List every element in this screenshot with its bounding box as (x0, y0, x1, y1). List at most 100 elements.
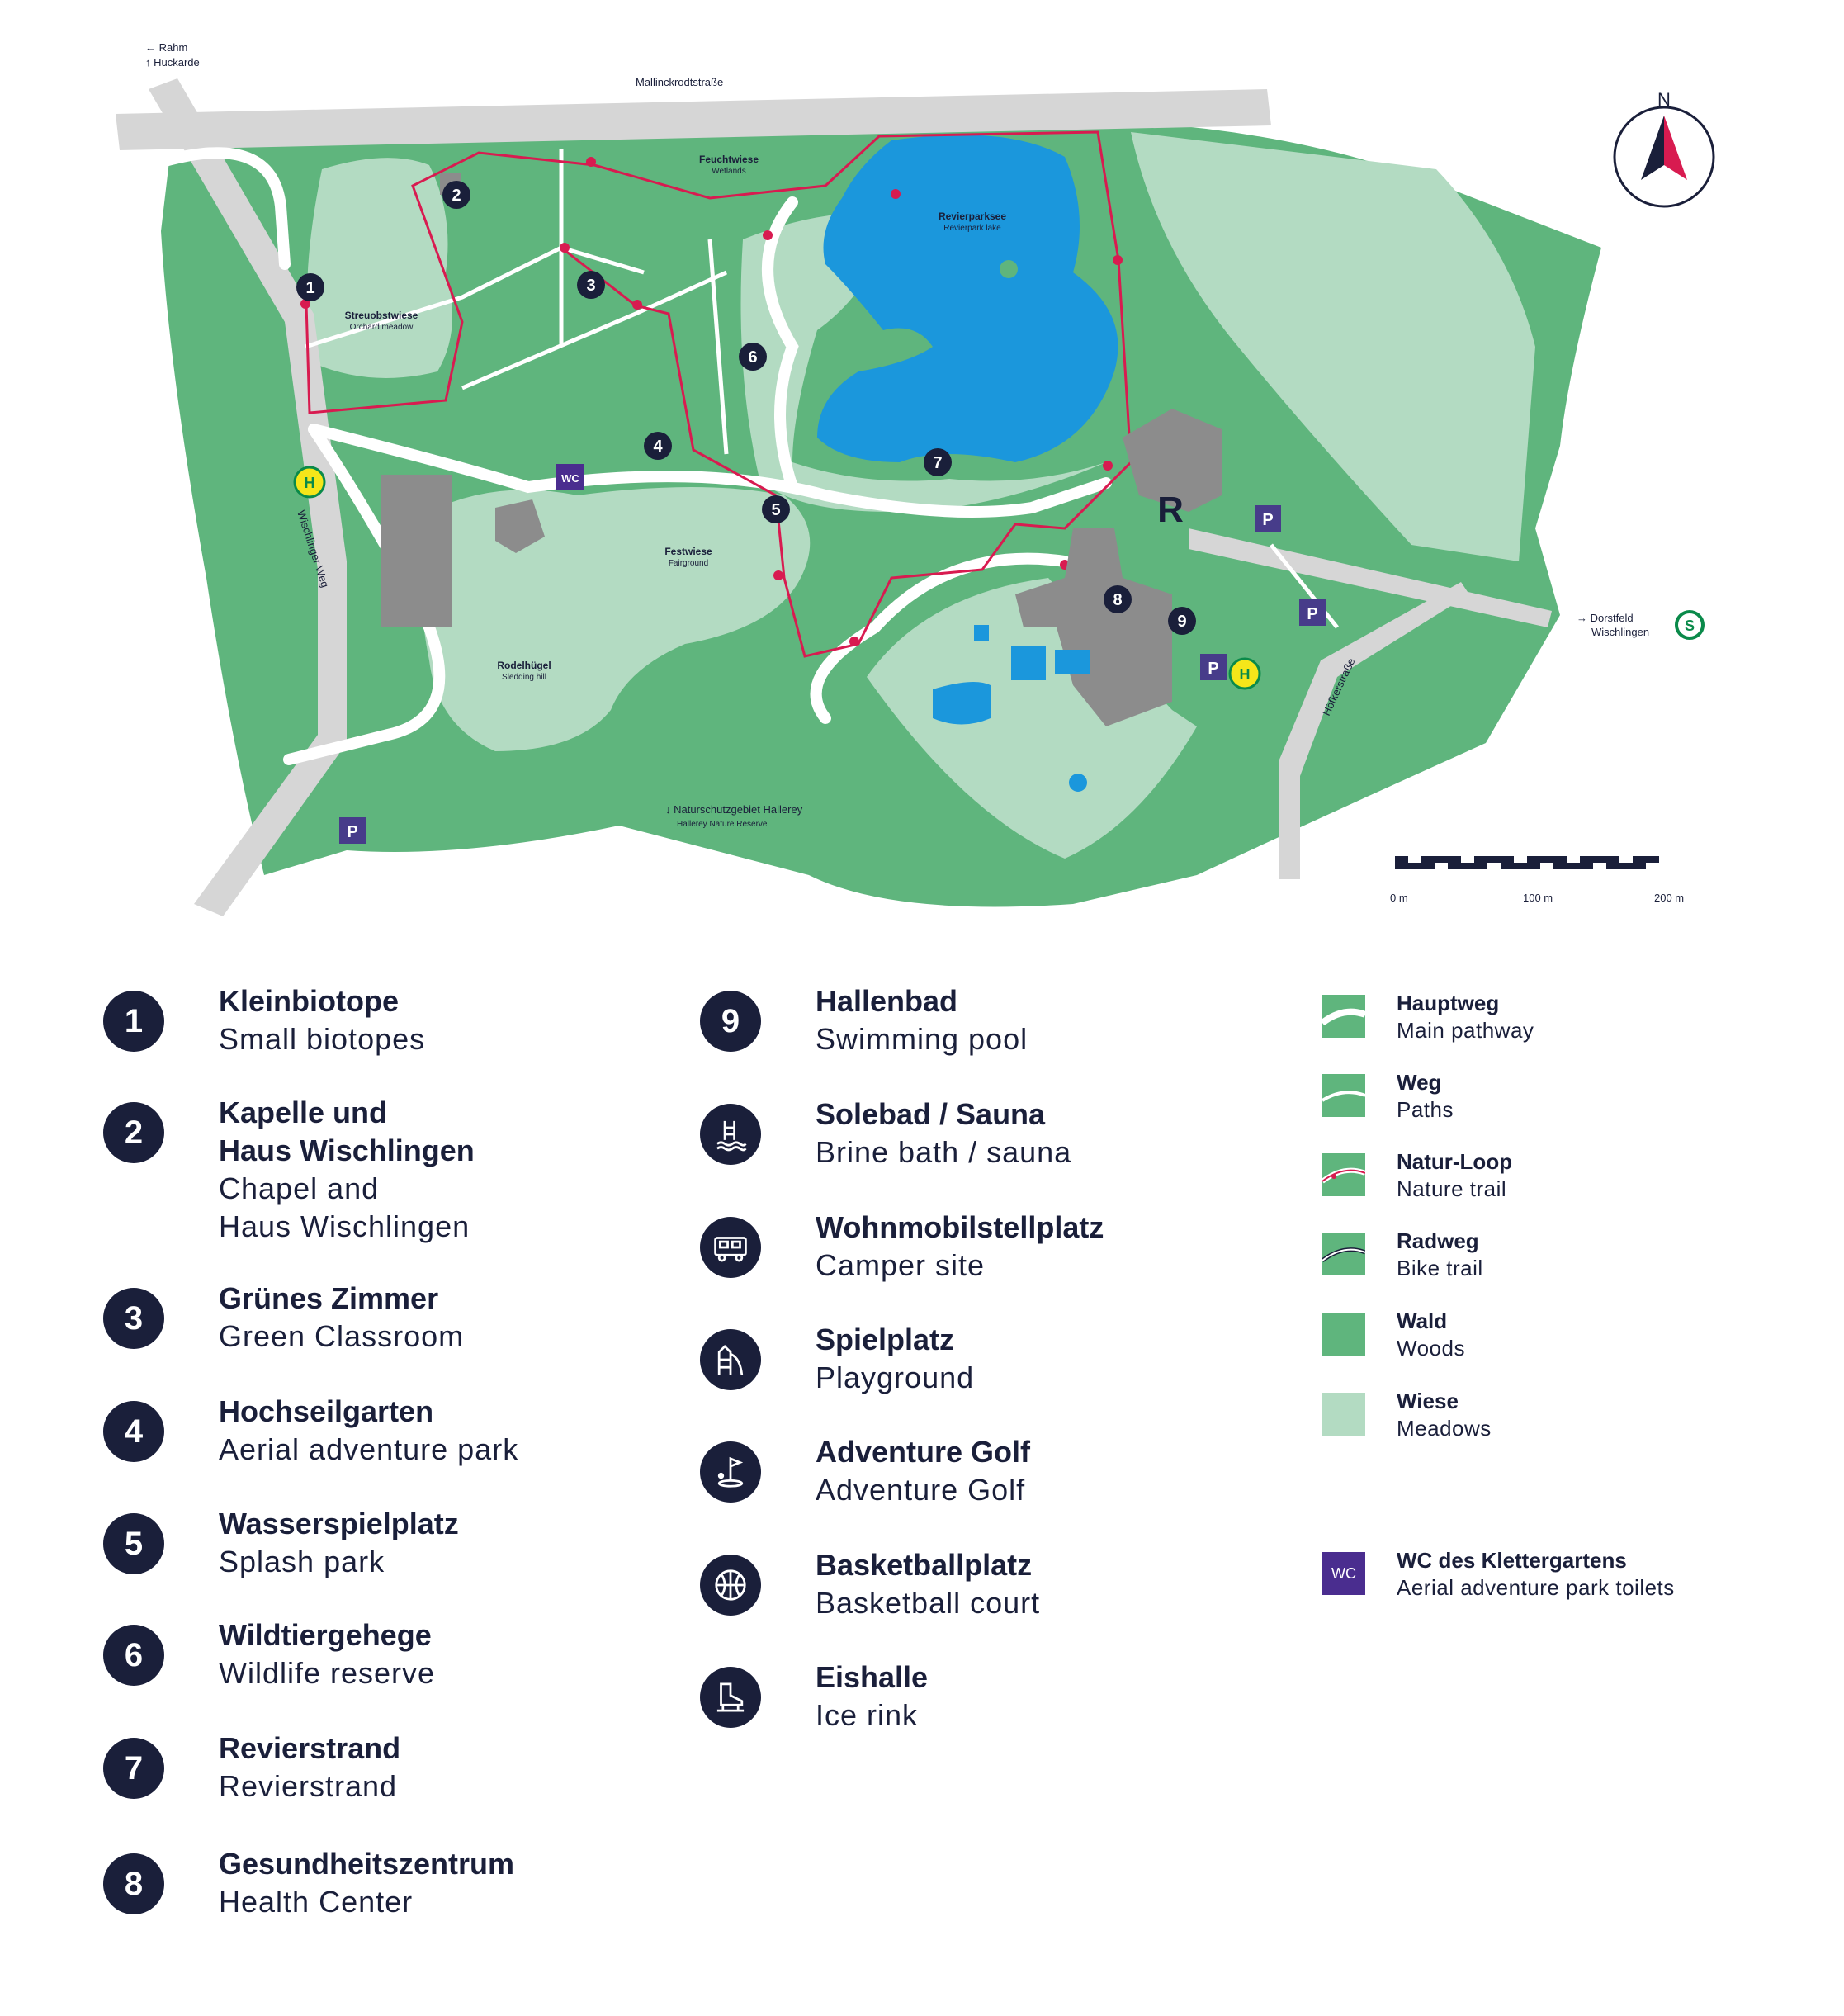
legend-title-de: Eishalle (816, 1660, 929, 1694)
badge-number: 2 (124, 1114, 144, 1151)
legend-text: Spielplatz Playground (816, 1321, 1278, 1397)
key-title-en: Woods (1397, 1336, 1465, 1361)
parking-label: P (1262, 511, 1273, 529)
direction-rahm: ← Rahm (145, 41, 187, 54)
woods-swatch (1322, 1313, 1365, 1356)
legend-title-en: Revierstrand (219, 1769, 398, 1803)
marker-badge: 6 (103, 1625, 164, 1686)
legend-text: Hallenbad Swimming pool (816, 982, 1278, 1058)
legend-text: Kleinbiotope Small biotopes (219, 982, 681, 1058)
direction-nature-reserve-en: Hallerey Nature Reserve (677, 820, 768, 829)
area-label-wetlands: Feuchtwiese (699, 154, 759, 165)
area-label-sledding: Rodelhügel (497, 660, 551, 671)
basketball-icon (700, 1555, 761, 1616)
legend-title-de: Adventure Golf (816, 1435, 1031, 1469)
wc-icon: WC (1322, 1552, 1365, 1595)
legend-title-en: Adventure Golf (816, 1473, 1026, 1507)
area-label-sledding-en: Sledding hill (502, 673, 546, 682)
legend-title-de: Spielplatz (816, 1323, 955, 1356)
legend-text: Basketballplatz Basketball court (816, 1546, 1278, 1622)
marker-badge: 9 (700, 991, 761, 1052)
legend-title-de: Solebad / Sauna (816, 1097, 1046, 1131)
bus-stop-label: H (305, 475, 315, 491)
map-marker-8: 8 (1113, 591, 1122, 609)
badge-number: 3 (124, 1299, 144, 1337)
marker-badge: 8 (103, 1853, 164, 1914)
main-path-swatch (1322, 995, 1365, 1038)
key-title-de: Natur-Loop (1397, 1149, 1513, 1174)
key-title-de: WC des Klettergartens (1397, 1548, 1627, 1573)
meadow-area-orchard (307, 158, 452, 378)
legend-title-de: Grünes Zimmer (219, 1281, 439, 1315)
badge-number: 4 (124, 1413, 144, 1450)
badge-number: 6 (124, 1636, 144, 1673)
marker-badge: 1 (103, 991, 164, 1052)
playground-icon (700, 1329, 761, 1390)
marker-badge: 3 (103, 1288, 164, 1349)
legend-text: Revierstrand Revierstrand (219, 1730, 681, 1805)
map-marker-2: 2 (452, 187, 461, 205)
map-marker-4: 4 (653, 438, 663, 456)
road-mallinckrodtstrasse (116, 89, 1271, 150)
legend-title-en: Aerial adventure park (219, 1432, 519, 1466)
key-title-en: Paths (1397, 1097, 1454, 1122)
road-hoefkerstrasse (1279, 582, 1469, 879)
ice-skate-icon (700, 1667, 761, 1728)
legend-title-de: Basketballplatz (816, 1548, 1033, 1582)
train-label: S (1685, 618, 1695, 634)
area-label-wetlands-en: Wetlands (712, 167, 746, 176)
legend-title-de: Wohnmobilstellplatz (816, 1210, 1104, 1244)
key-text: Natur-Loop Nature trail (1397, 1148, 1743, 1203)
meadow-area-pool (867, 578, 1197, 859)
key-title-en: Aerial adventure park toilets (1397, 1575, 1675, 1600)
legend-title-en: Splash park (219, 1545, 385, 1578)
key-title-de: Wald (1397, 1309, 1448, 1333)
legend-text: Grünes Zimmer Green Classroom (219, 1280, 681, 1356)
direction-wischlingen: Wischlingen (1591, 626, 1649, 638)
legend-title-en: Swimming pool (816, 1022, 1028, 1056)
meadow-area-fair (421, 487, 811, 751)
key-text: Weg Paths (1397, 1069, 1743, 1124)
legend-title-de: Revierstrand (219, 1731, 401, 1765)
legend-title-en: Wildlife reserve (219, 1656, 436, 1690)
legend-title-en: Chapel and Haus Wischlingen (219, 1171, 470, 1243)
badge-number: 1 (124, 1002, 144, 1039)
legend-title-en: Brine bath / sauna (816, 1135, 1072, 1169)
bike-trail-swatch (1322, 1233, 1365, 1275)
legend-title-de: Hochseilgarten (219, 1394, 434, 1428)
wc-icon-label: WC (1331, 1564, 1356, 1582)
park-map: 1 2 3 4 5 6 7 8 9 P P P P WC H H S R N F… (116, 41, 1715, 916)
numbered-markers (296, 181, 1196, 635)
legend-text: Hochseilgarten Aerial adventure park (219, 1393, 681, 1469)
legend-text: Kapelle und Haus Wischlingen Chapel and … (219, 1094, 681, 1246)
map-marker-7: 7 (933, 454, 942, 472)
marker-badge: 4 (103, 1401, 164, 1462)
area-label-lake: Revierparksee (939, 211, 1006, 222)
compass-label: N (1657, 89, 1671, 110)
map-marker-6: 6 (748, 348, 757, 367)
street-label-north: Mallinckrodtstraße (636, 76, 723, 88)
train-station-icon (1675, 610, 1705, 640)
legend-title-en: Playground (816, 1361, 975, 1394)
scale-200: 200 m (1654, 892, 1684, 904)
meadow-area-lake (740, 213, 1106, 512)
legend-title-de: Wildtiergehege (219, 1618, 432, 1652)
lake-island (1000, 260, 1018, 278)
legend-title-de: Kapelle und Haus Wischlingen (219, 1096, 475, 1167)
legend-text: Eishalle Ice rink (816, 1659, 1278, 1734)
legend-text: Wasserspielplatz Splash park (219, 1505, 681, 1581)
key-title-de: Hauptweg (1397, 991, 1500, 1015)
legend-text: Wildtiergehege Wildlife reserve (219, 1616, 681, 1692)
key-title-en: Bike trail (1397, 1256, 1483, 1280)
key-text: Wiese Meadows (1397, 1388, 1743, 1442)
key-text: Radweg Bike trail (1397, 1228, 1743, 1282)
brine-bath-icon (700, 1104, 761, 1165)
bus-stops (293, 466, 1261, 690)
map-marker-9: 9 (1177, 613, 1186, 631)
badge-number: 9 (721, 1002, 740, 1039)
path-swatch (1322, 1074, 1365, 1117)
parking-label: P (1208, 660, 1218, 678)
trail-dots (300, 157, 1123, 646)
nature-trail-swatch (1322, 1153, 1365, 1196)
scale-bar (1395, 856, 1659, 869)
